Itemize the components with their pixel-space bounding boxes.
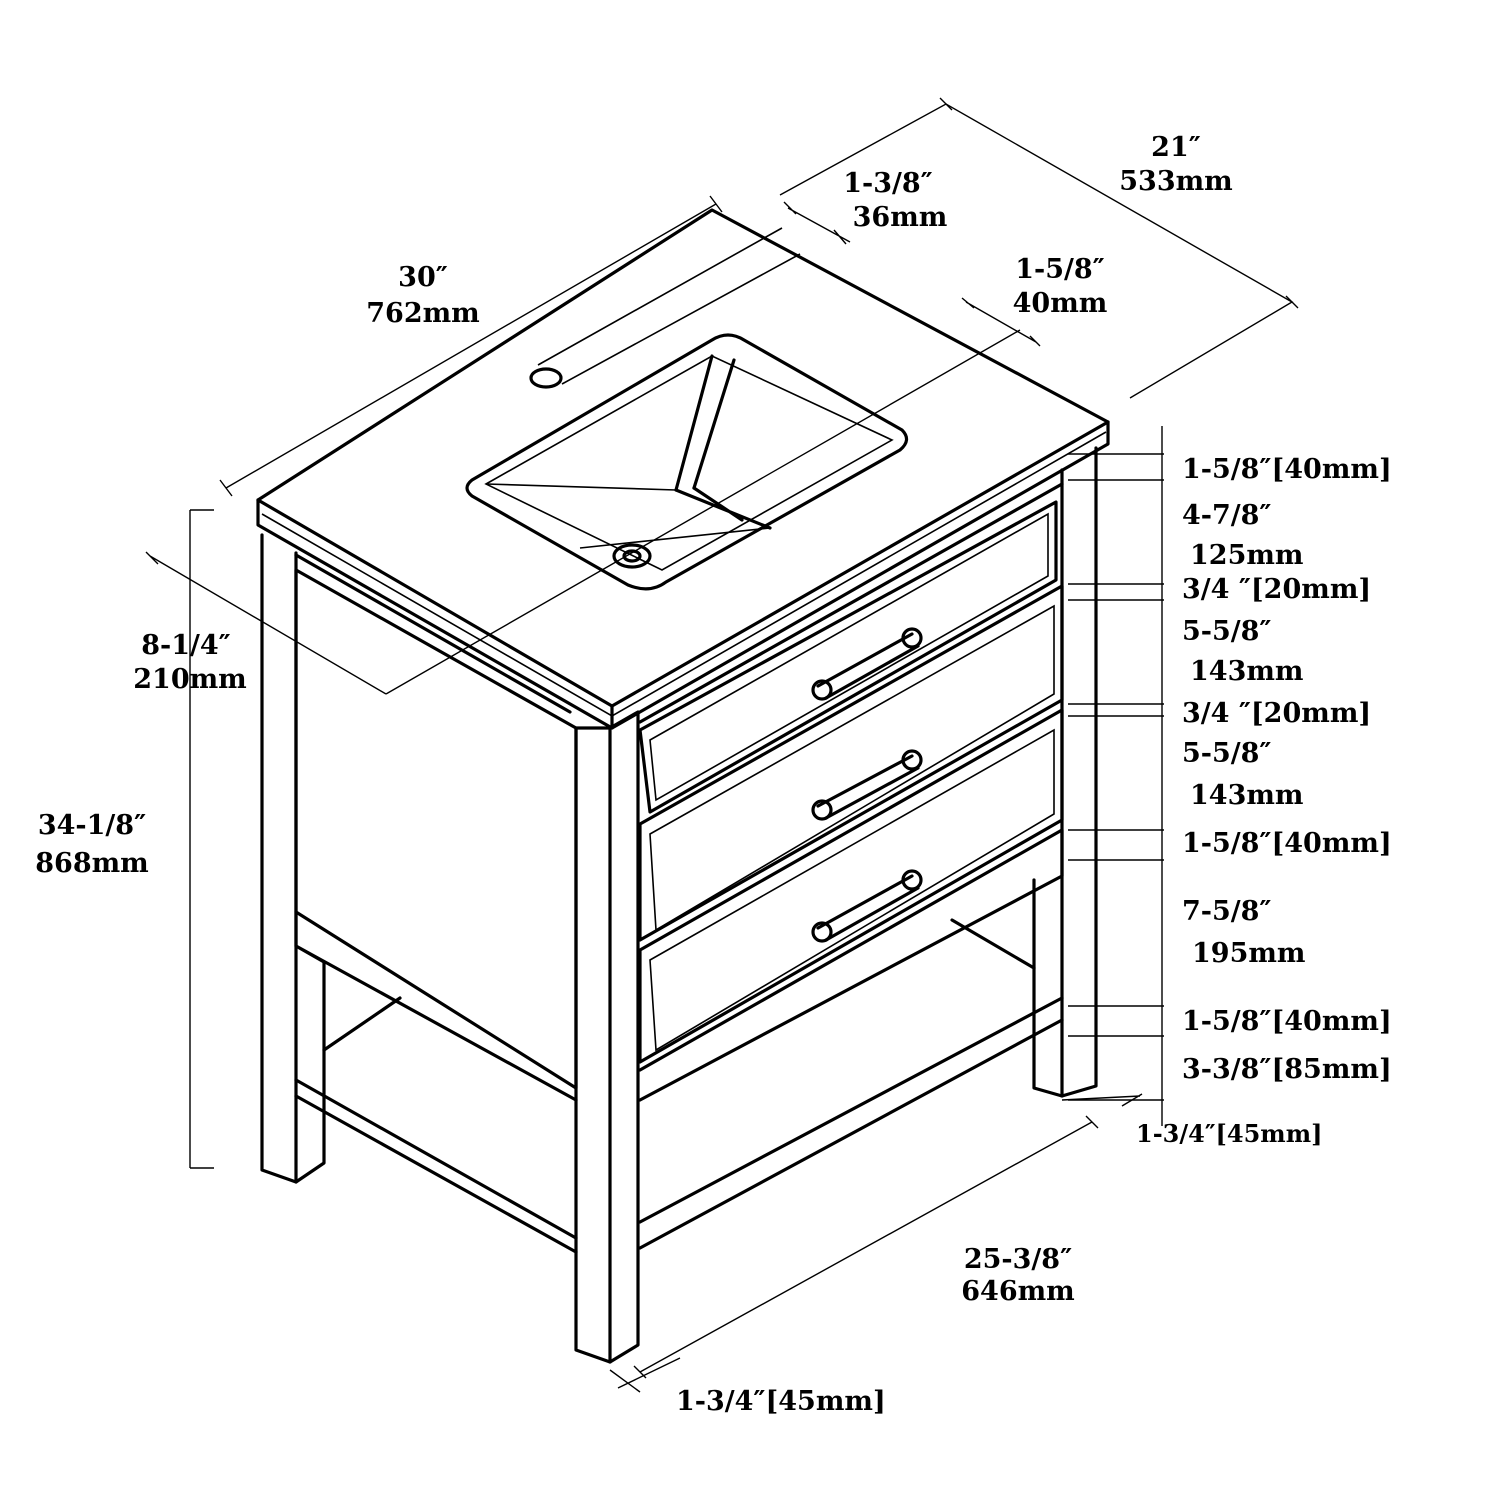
left-side xyxy=(260,533,578,1254)
dim-drain-depth-mm: 210mm xyxy=(133,664,247,695)
dim-faucet-setback-inch: 1-3/8″ xyxy=(843,168,933,199)
dim-drain-depth-inch: 8-1/4″ xyxy=(141,630,231,661)
dimension-lines xyxy=(145,97,1299,1393)
drawer-handles xyxy=(811,627,923,943)
dim-faucet-setback-mm: 36mm xyxy=(852,202,948,233)
dim-basin-setback-mm: 40mm xyxy=(1012,288,1108,319)
faucet-hole xyxy=(529,227,801,389)
front-post xyxy=(574,710,640,1364)
dim-top-width-inch: 30″ xyxy=(398,262,448,293)
dim-top-width-mm: 762mm xyxy=(366,298,480,329)
stack-2-inch: 4-7/8″ xyxy=(1182,500,1272,531)
stack-6-inch: 5-5/8″ xyxy=(1182,738,1272,769)
drawers xyxy=(638,482,1064,1250)
stack-4-mm: 143mm xyxy=(1190,656,1304,687)
dim-basin-setback-inch: 1-5/8″ xyxy=(1015,254,1105,285)
stack-3: 3/4 ″[20mm] xyxy=(1182,574,1372,605)
dim-bottom-width-mm: 646mm xyxy=(961,1276,1075,1307)
dim-overall-height-mm: 868mm xyxy=(35,848,149,879)
stack-5: 3/4 ″[20mm] xyxy=(1182,698,1372,729)
stack-2-mm: 125mm xyxy=(1190,540,1304,571)
stack-7: 1-5/8″[40mm] xyxy=(1182,828,1392,859)
right-post xyxy=(1032,446,1098,1098)
dim-leg-side: 1-3/4″[45mm] xyxy=(1136,1119,1323,1148)
stack-8-mm: 195mm xyxy=(1192,938,1306,969)
dim-top-depth-mm: 533mm xyxy=(1119,166,1233,197)
stack-1: 1-5/8″[40mm] xyxy=(1182,454,1392,485)
stack-4-inch: 5-5/8″ xyxy=(1182,616,1272,647)
stack-9: 1-5/8″[40mm] xyxy=(1182,1006,1392,1037)
sink-basin xyxy=(465,333,909,591)
dim-leg-front: 1-3/4″[45mm] xyxy=(676,1386,886,1417)
dim-bottom-width-inch: 25-3/8″ xyxy=(963,1244,1073,1275)
dim-top-depth-inch: 21″ xyxy=(1151,132,1201,163)
dim-overall-height-inch: 34-1/8″ xyxy=(37,810,147,841)
stack-8-inch: 7-5/8″ xyxy=(1182,896,1272,927)
stack-10: 3-3/8″[85mm] xyxy=(1182,1054,1392,1085)
stack-6-mm: 143mm xyxy=(1190,780,1304,811)
